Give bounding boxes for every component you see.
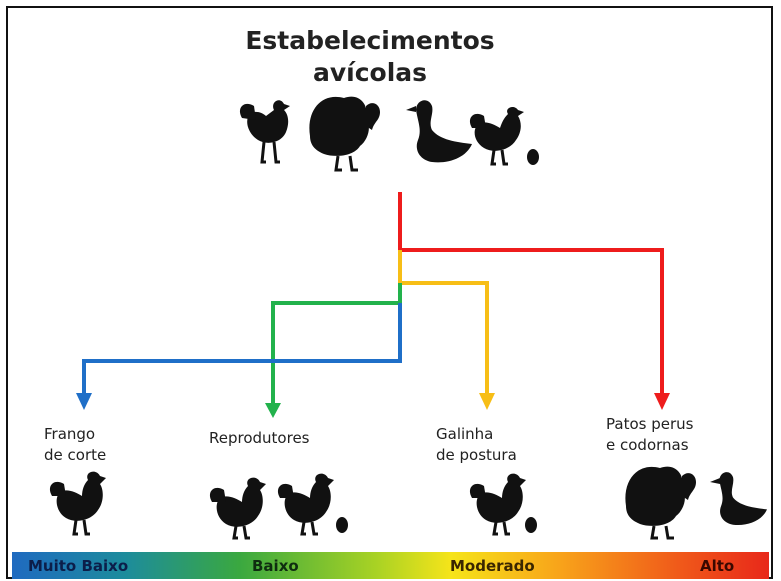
label-line: e codornas: [606, 436, 689, 454]
connector-alto: [398, 192, 664, 395]
hen-icon: [239, 100, 290, 164]
category-label-patos-perus-codornas: Patos perus e codornas: [606, 414, 693, 456]
egg-icon: [525, 517, 537, 533]
arrowhead-patos: [654, 393, 670, 410]
connector-moderado: [398, 250, 489, 395]
arrowhead-frango: [76, 393, 92, 410]
diagram-title-line1: Estabelecimentos: [245, 26, 495, 55]
connector-muito-baixo: [82, 303, 402, 395]
duck-icon: [406, 100, 472, 163]
hen-icon: [469, 107, 524, 166]
hen-icon: [49, 471, 106, 536]
diagram-title-line2: avícolas: [312, 58, 428, 87]
arrowhead-reprodutores: [265, 403, 281, 418]
category-label-galinha-de-postura: Galinha de postura: [436, 424, 517, 466]
egg-icon: [336, 517, 348, 533]
scale-label-alto: Alto: [700, 557, 735, 575]
label-line: Reprodutores: [209, 429, 310, 447]
scale-label-baixo: Baixo: [252, 557, 299, 575]
flow-connectors: [82, 192, 664, 405]
label-line: Galinha: [436, 425, 494, 443]
label-line: Frango: [44, 425, 96, 443]
turkey-icon: [625, 466, 696, 540]
scale-label-muito-baixo: Muito Baixo: [28, 557, 129, 575]
category-label-frango-de-corte: Frango de corte: [44, 424, 106, 466]
label-line: de corte: [44, 446, 107, 464]
turkey-icon: [309, 96, 380, 172]
scale-label-moderado: Moderado: [450, 557, 535, 575]
egg-icon: [527, 149, 539, 165]
arrowhead-galinha: [479, 393, 495, 410]
hen-icon: [209, 477, 266, 540]
hen-icon: [277, 473, 334, 536]
risk-scale-bar: Muito Baixo Baixo Moderado Alto: [12, 552, 769, 579]
category-label-reprodutores: Reprodutores: [209, 428, 309, 449]
label-line: de postura: [436, 446, 517, 464]
connector-baixo: [271, 283, 402, 405]
label-line: Patos perus: [606, 415, 694, 433]
hen-icon: [469, 473, 526, 536]
duck-icon: [710, 472, 767, 526]
flow-arrowheads: [76, 393, 670, 418]
